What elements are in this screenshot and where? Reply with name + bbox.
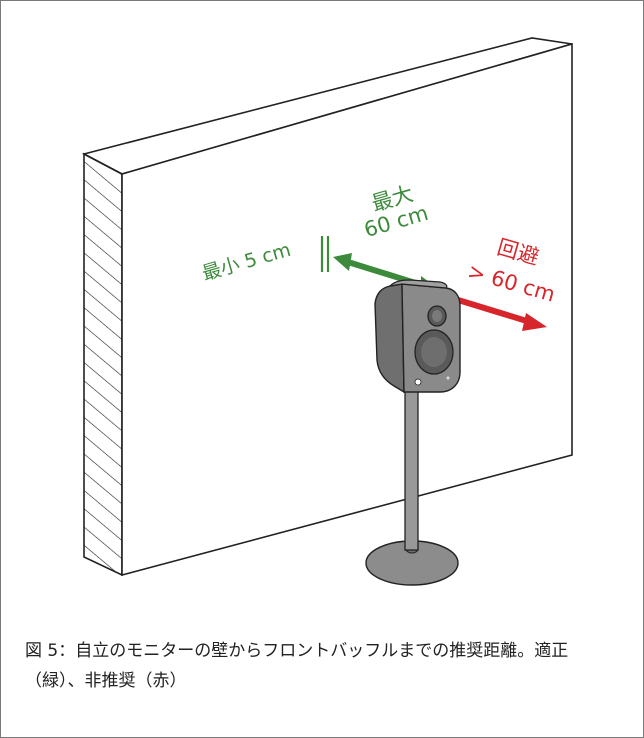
figure-caption: 図 5：自立のモニターの壁からフロントバッフルまでの推奨距離。適正（緑）、非推奨… [25, 641, 569, 691]
speaker [374, 279, 461, 394]
speaker-led [414, 378, 422, 386]
stand-pole [404, 383, 419, 551]
speaker-side [374, 283, 405, 394]
wall-side-hatched [83, 152, 123, 577]
speaker-top [388, 279, 448, 289]
arrowhead-left [333, 253, 352, 271]
wall-front [121, 42, 573, 577]
wall [81, 37, 573, 577]
arrowhead-red [522, 313, 547, 331]
